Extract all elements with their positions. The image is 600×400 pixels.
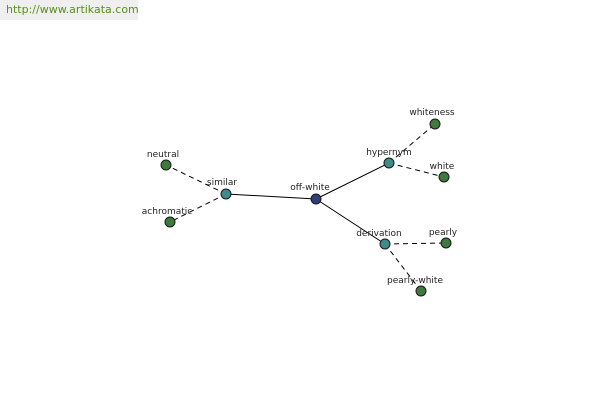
node-label-off-white: off-white (290, 183, 330, 193)
node-label-pearly-white: pearly-white (387, 276, 443, 286)
node-label-neutral: neutral (147, 150, 179, 160)
edge-hypernym-white (388, 162, 445, 178)
edge-similar-achromatic (169, 193, 227, 223)
node-off-white[interactable]: off-white (290, 183, 330, 205)
node-label-whiteness: whiteness (409, 108, 455, 118)
edge-off-white-hypernym (315, 162, 390, 200)
node-pearly[interactable]: pearly (429, 228, 458, 249)
edge-similar-neutral (165, 164, 227, 195)
node-similar[interactable]: similar (207, 178, 237, 200)
node-label-achromatic: achromatic (142, 207, 192, 217)
node-achromatic[interactable]: achromatic (142, 207, 192, 228)
node-hypernym[interactable]: hypernym (366, 148, 412, 169)
node-whiteness[interactable]: whiteness (409, 108, 455, 130)
node-pearly-white[interactable]: pearly-white (387, 276, 443, 297)
node-label-hypernym: hypernym (366, 148, 412, 158)
node-white[interactable]: white (430, 162, 455, 183)
node-derivation[interactable]: derivation (356, 229, 402, 250)
site-url-link[interactable]: http://www.artikata.com (0, 0, 139, 20)
edge-derivation-pearly-white (384, 243, 422, 292)
edge-off-white-similar (225, 193, 317, 200)
node-label-similar: similar (207, 178, 237, 188)
node-neutral[interactable]: neutral (147, 150, 179, 171)
node-label-pearly: pearly (429, 228, 458, 238)
edge-hypernym-whiteness (388, 123, 436, 164)
edge-derivation-pearly (384, 242, 447, 245)
node-label-derivation: derivation (356, 229, 402, 239)
edge-off-white-derivation (315, 198, 386, 245)
node-label-white: white (430, 162, 455, 172)
